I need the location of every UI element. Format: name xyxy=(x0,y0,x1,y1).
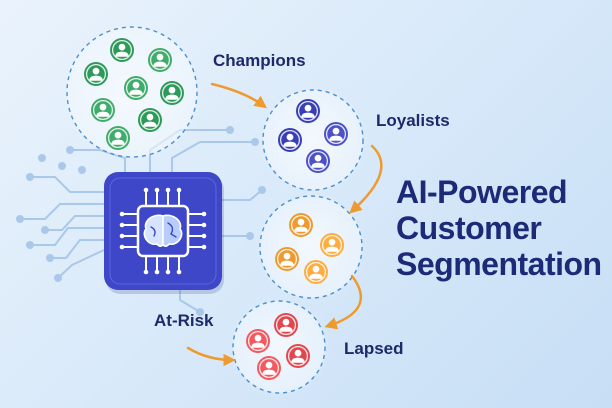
page-title: AI-Powered Customer Segmentation xyxy=(396,174,602,282)
person-icon xyxy=(84,62,108,86)
person-icon xyxy=(124,76,148,100)
segment-label-lapsed: Lapsed xyxy=(344,339,404,358)
title-line-1: AI-Powered xyxy=(396,174,568,210)
person-icon xyxy=(320,233,344,257)
circuit-trace xyxy=(45,215,104,231)
person-icon xyxy=(304,260,328,284)
curved-arrow-icon xyxy=(210,82,268,109)
circuit-trace xyxy=(50,239,104,259)
curved-arrow-icon xyxy=(186,346,236,367)
person-icon xyxy=(306,149,330,173)
person-icon xyxy=(278,128,302,152)
person-icon xyxy=(289,213,313,237)
curved-arrow-icon xyxy=(324,274,363,330)
circuit-node xyxy=(226,126,234,134)
circuit-trace xyxy=(20,203,104,220)
circuit-node xyxy=(54,274,62,282)
segment-label-loyalists: Loyalists xyxy=(376,111,450,130)
circuit-node xyxy=(196,308,204,316)
circuit-node xyxy=(41,226,49,234)
segment-clusters xyxy=(61,21,369,399)
title-line-2: Customer xyxy=(396,210,542,246)
person-icon xyxy=(246,329,270,353)
circuit-trace xyxy=(171,141,255,172)
person-icon xyxy=(138,108,162,132)
person-icon xyxy=(286,344,310,368)
circuit-trace xyxy=(222,189,263,201)
segment-cluster-lapsed xyxy=(227,295,331,399)
person-icon xyxy=(106,126,130,150)
circuit-node xyxy=(38,154,46,162)
circuit-node xyxy=(246,232,254,240)
person-icon xyxy=(257,356,281,380)
flow-arrows xyxy=(186,82,383,367)
circuit-node xyxy=(66,146,74,154)
circuit-node xyxy=(16,215,24,223)
circuit-node xyxy=(78,166,86,174)
circuit-node xyxy=(258,186,266,194)
circuit-node xyxy=(58,162,66,170)
circuit-node xyxy=(46,254,54,262)
segment-label-at-risk: At-Risk xyxy=(154,311,214,330)
person-icon xyxy=(274,313,298,337)
person-icon xyxy=(160,81,184,105)
ai-chip-brain-icon xyxy=(104,172,224,294)
curved-arrow-icon xyxy=(349,144,383,214)
person-icon xyxy=(110,38,134,62)
person-icon xyxy=(148,48,172,72)
person-icon xyxy=(275,247,299,271)
title-line-3: Segmentation xyxy=(396,246,602,282)
circuit-node xyxy=(26,241,34,249)
segment-cluster-champions xyxy=(61,21,203,163)
segment-cluster-atrisk xyxy=(254,190,368,304)
person-icon xyxy=(296,99,320,123)
segment-label-champions: Champions xyxy=(213,51,306,70)
circuit-node xyxy=(26,173,34,181)
person-icon xyxy=(91,98,115,122)
circuit-trace xyxy=(57,249,105,279)
circuit-trace xyxy=(30,176,104,193)
person-icon xyxy=(324,122,348,146)
circuit-trace xyxy=(30,227,104,246)
segment-cluster-loyalists xyxy=(257,84,369,196)
